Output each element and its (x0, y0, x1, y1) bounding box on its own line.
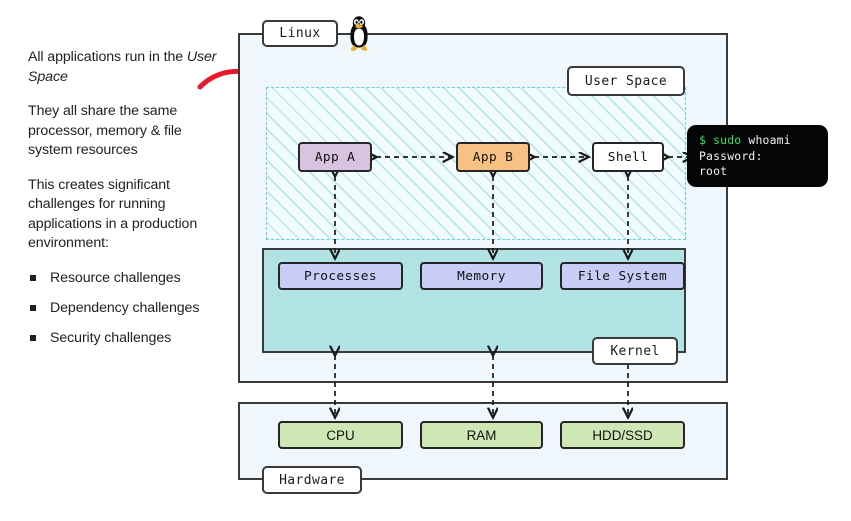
explanatory-notes: All applications run in the User Space T… (28, 48, 228, 359)
node-file-system[interactable]: File System (560, 262, 685, 290)
label-user-space: User Space (567, 66, 685, 96)
node-processes[interactable]: Processes (278, 262, 403, 290)
terminal-prompt: $ (699, 133, 707, 147)
note-paragraph-3: This creates significant challenges for … (28, 176, 198, 252)
bullet-square-icon (30, 274, 36, 281)
list-item: Dependency challenges (28, 299, 228, 317)
label-linux: Linux (262, 20, 338, 47)
node-app-a[interactable]: App A (298, 142, 372, 172)
node-memory[interactable]: Memory (420, 262, 543, 290)
note-paragraph-1: All applications run in the User Space (28, 48, 228, 87)
note-paragraph-2: They all share the same processor, memor… (28, 103, 182, 158)
challenges-list: Resource challenges Dependency challenge… (28, 269, 228, 347)
terminal-line-1: $ sudo whoami (699, 133, 828, 149)
note-paragraph-1-emphasis: User Space (28, 49, 217, 85)
label-hardware: Hardware (262, 466, 362, 494)
list-item-label: Security challenges (50, 329, 172, 346)
bullet-square-icon (30, 304, 36, 311)
terminal-window[interactable]: $ sudo whoami Password: root (687, 125, 828, 187)
node-shell[interactable]: Shell (592, 142, 664, 172)
terminal-line-2: Password: (699, 148, 763, 163)
node-cpu[interactable]: CPU (278, 421, 403, 449)
label-kernel: Kernel (592, 337, 678, 365)
list-item: Resource challenges (28, 269, 228, 287)
tux-penguin-icon (350, 16, 368, 51)
node-ram[interactable]: RAM (420, 421, 543, 449)
note-paragraph-1-prefix: All applications run in the (28, 49, 187, 65)
list-item-label: Resource challenges (50, 269, 181, 286)
node-app-b[interactable]: App B (456, 142, 530, 172)
bullet-square-icon (30, 334, 36, 341)
list-item: Security challenges (28, 329, 228, 347)
terminal-command: whoami (748, 133, 791, 147)
list-item-label: Dependency challenges (50, 299, 200, 316)
node-hdd-ssd[interactable]: HDD/SSD (560, 421, 685, 449)
terminal-line-3: root (699, 164, 728, 178)
terminal-command-sudo: sudo (713, 133, 742, 147)
